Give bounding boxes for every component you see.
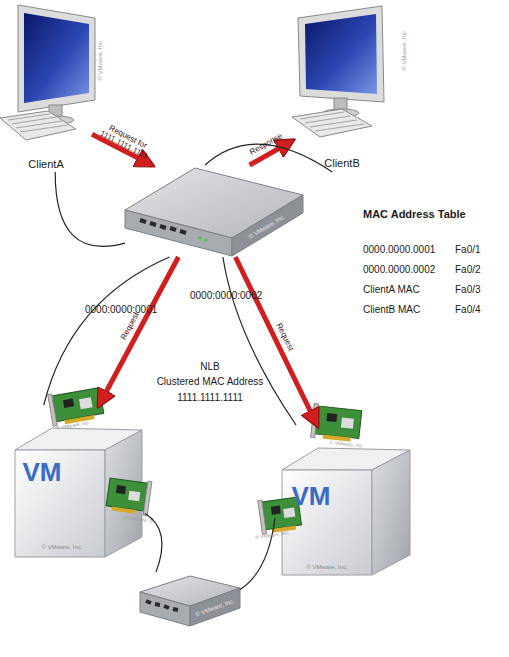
status-led: [198, 236, 201, 239]
card-chip: [63, 398, 74, 408]
watermark: © VMware, Inc.: [306, 564, 347, 571]
switch-side: [190, 588, 240, 626]
card-bracket: [48, 394, 57, 426]
keyboard-keys: [8, 114, 68, 132]
monitor-frame: [18, 5, 95, 112]
client-computer: ClientB © VMware, Inc.: [292, 0, 407, 172]
card-chip: [79, 397, 93, 409]
card-contacts: [111, 507, 135, 514]
switch-ports: [140, 220, 186, 233]
card-chip: [128, 491, 140, 501]
network-switch: © VMware, Inc.: [125, 165, 303, 257]
watermark: © VMware, Inc.: [195, 598, 236, 619]
cube-side: [372, 450, 410, 575]
keyboard-keys: [300, 112, 364, 131]
network-switch: © VMware, Inc.: [135, 572, 240, 630]
switch-ports: [146, 601, 178, 610]
table-cell: ClientB MAC: [363, 304, 420, 316]
card-chip: [326, 413, 337, 422]
switch-front: [140, 592, 190, 626]
table-cell: ClientA MAC: [363, 284, 420, 296]
switch-illustration: [125, 168, 303, 256]
card-board: [52, 388, 104, 422]
keyboard: [292, 109, 372, 137]
cube-front: [15, 450, 105, 557]
monitor-screen: [24, 13, 89, 103]
status-led: [204, 238, 207, 241]
flow-arrow: [235, 257, 317, 425]
vm-logo: VM: [23, 458, 62, 488]
network-card: [48, 386, 105, 427]
vm-cube: [282, 448, 410, 575]
switch-side: [232, 195, 303, 256]
computer-illustration: [0, 5, 95, 140]
cluster-label: 1111.1111.1111: [140, 392, 280, 404]
network-cable: [205, 144, 332, 172]
client-computer: ClientA© VMware, Inc.: [0, 0, 92, 172]
card-board: [106, 478, 148, 511]
computer-illustration: [292, 6, 384, 137]
table-cell: 0000.0000.0002: [363, 264, 435, 276]
port-mac-label: 0000:0000:0001: [85, 304, 157, 316]
watermark: © VMware, Inc.: [97, 39, 104, 80]
virtual-machine: VM © VMware, Inc.: [275, 425, 415, 580]
device-name: ClientA: [28, 158, 63, 171]
watermark: © VMware, Inc.: [248, 213, 287, 240]
card-chip: [116, 485, 126, 494]
network-card: [106, 476, 152, 516]
vm-logo: VM: [292, 482, 331, 512]
card-bracket: [143, 481, 152, 515]
vm-cube: [15, 428, 142, 557]
port-mac-label: 0000:0000:0002: [190, 290, 262, 302]
card-chip: [271, 506, 281, 515]
network-cable: [240, 518, 275, 589]
monitor-frame: [298, 6, 384, 102]
cluster-label: Clustered MAC Address: [140, 376, 280, 388]
cluster-label: NLB: [140, 361, 280, 373]
table-cell: Fa0/4: [455, 304, 481, 316]
virtual-machine: VM © VMware, Inc.: [10, 405, 145, 560]
table-cell: Fa0/2: [455, 264, 481, 276]
card-bracket: [258, 500, 267, 534]
switch-front: [125, 210, 232, 256]
table-cell: Fa0/3: [455, 284, 481, 296]
card-chip: [341, 418, 354, 429]
table-title: MAC Address Table: [363, 208, 466, 221]
table-cell: Fa0/1: [455, 244, 481, 256]
switch-illustration: [140, 576, 240, 626]
device-name: ClientB: [324, 157, 359, 170]
monitor-screen: [305, 14, 377, 94]
watermark: © VMware, Inc.: [401, 29, 408, 70]
network-cable: [55, 172, 125, 246]
card-board: [315, 406, 362, 438]
keyboard: [0, 111, 76, 140]
watermark: © VMware, Inc.: [41, 544, 82, 551]
network-cable: [44, 257, 170, 405]
table-cell: 0000.0000.0001: [363, 244, 435, 256]
